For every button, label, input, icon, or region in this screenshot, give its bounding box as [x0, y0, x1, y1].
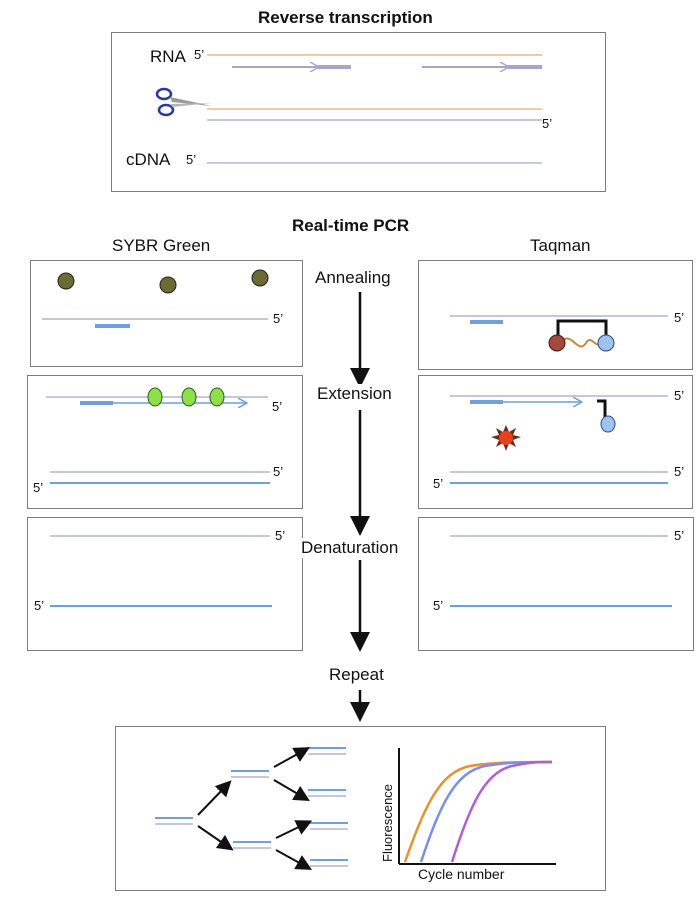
sybr-den-five-prime-left: 5’ — [34, 598, 45, 613]
dsdna-gen2-1 — [308, 747, 346, 755]
reporter — [597, 334, 615, 352]
amplification-plot — [398, 748, 556, 865]
taqman-den-five-prime-left: 5’ — [433, 598, 444, 613]
released-reporter — [499, 431, 513, 445]
scissors-icon — [155, 87, 212, 117]
amplification-panel — [115, 726, 606, 891]
dsdna-gen2-3 — [310, 822, 348, 830]
sybr-dye-bound-2 — [181, 387, 197, 407]
realtime-pcr-title: Real-time PCR — [292, 216, 410, 235]
dsdna-gen1-top — [231, 770, 269, 778]
sybr-dye-free-1 — [57, 272, 75, 290]
reverse-transcription-panel — [111, 32, 606, 192]
cleaved-reporter — [600, 415, 616, 433]
sybr-ext-five-prime-right: 5’ — [273, 464, 284, 479]
rna-label: RNA — [150, 47, 186, 66]
taqman-anneal-primer — [470, 320, 503, 324]
taqman-column-label: Taqman — [530, 236, 591, 255]
taqman-ext-five-prime-top: 5’ — [674, 388, 685, 403]
branch-arrow-6 — [275, 849, 313, 870]
sybr-annealing-panel — [30, 260, 303, 367]
sybr-denaturation-panel — [27, 517, 303, 651]
taqman-denaturation-panel — [418, 517, 694, 651]
step-repeat-label: Repeat — [329, 665, 384, 684]
taqman-ext-primer — [470, 400, 503, 404]
sybr-ext-primer — [80, 401, 113, 405]
step-denaturation-label: Denaturation — [301, 538, 399, 558]
sybr-dye-free-3 — [251, 269, 269, 287]
sybr-anneal-five-prime: 5’ — [273, 311, 284, 326]
sybr-dye-bound-1 — [147, 387, 163, 407]
branch-arrow-4 — [273, 779, 310, 802]
branch-arrow-5 — [275, 820, 313, 839]
cdna-five-prime-label: 5’ — [186, 152, 197, 167]
branch-arrow-3 — [273, 747, 311, 768]
taqman-probe — [548, 319, 615, 352]
rt-five-prime-label-right: 5’ — [542, 116, 553, 131]
plot-x-axis-label: Cycle number — [418, 866, 505, 882]
rna-five-prime-label: 5’ — [194, 47, 205, 62]
sybr-green-column-label: SYBR Green — [112, 236, 211, 255]
taqman-ext-five-prime-right: 5’ — [674, 464, 685, 479]
dsdna-gen2-2 — [308, 789, 346, 797]
rt-primer-2 — [508, 65, 542, 69]
taqman-extension-panel — [418, 375, 693, 509]
sybr-dye-bound-3 — [209, 387, 225, 407]
sybr-den-five-prime-right: 5’ — [275, 528, 286, 543]
dsdna-gen2-4 — [310, 859, 348, 867]
cdna-label: cDNA — [126, 150, 171, 169]
sybr-dye-free-2 — [159, 276, 177, 294]
quencher — [548, 334, 566, 352]
sybr-extension-panel — [27, 375, 303, 509]
sybr-anneal-primer — [95, 324, 130, 328]
sybr-ext-five-prime-left: 5’ — [33, 480, 44, 495]
cleaved-probe-fragment — [597, 399, 607, 418]
taqman-annealing-panel — [418, 260, 693, 370]
amplification-curve-3 — [450, 760, 553, 863]
dsdna-gen0 — [155, 817, 193, 825]
reverse-transcription-title: Reverse transcription — [258, 8, 433, 27]
branch-arrow-2 — [197, 825, 234, 851]
sybr-ext-five-prime-top: 5’ — [272, 399, 283, 414]
rt-primer-1 — [318, 65, 351, 69]
taqman-anneal-five-prime: 5’ — [674, 310, 685, 325]
branch-arrow-1 — [197, 780, 232, 816]
dsdna-gen1-bottom — [233, 841, 271, 849]
taqman-den-five-prime-right: 5’ — [674, 528, 685, 543]
taqman-ext-five-prime-left: 5’ — [433, 476, 444, 491]
step-extension-label: Extension — [315, 384, 394, 404]
step-annealing-label: Annealing — [315, 268, 391, 287]
plot-y-axis-label: Fluorescence — [380, 783, 395, 862]
